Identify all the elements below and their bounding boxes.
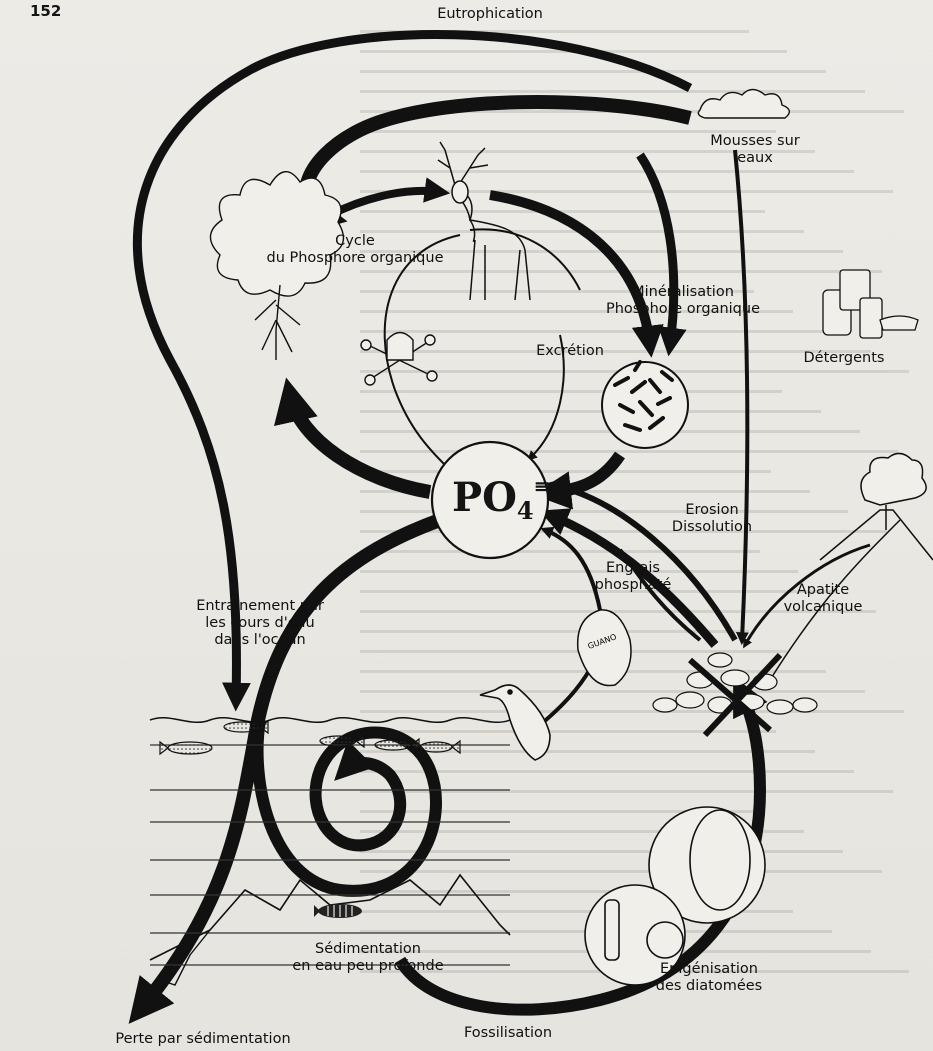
deer <box>438 142 530 300</box>
mousses-label: Mousses sur eaux <box>700 133 810 167</box>
organic-circle-right <box>470 229 580 290</box>
diatom-circles <box>585 807 765 985</box>
rock-pile <box>653 653 817 735</box>
epigenisation-label: Epigénisation des diatomées <box>634 961 784 995</box>
detergents-arrow <box>735 150 747 640</box>
erosion-label: Erosion Dissolution <box>662 502 762 536</box>
fossilisation-label: Fossilisation <box>438 1025 578 1042</box>
engrais-label: Engrais phosphaté <box>583 560 683 594</box>
excretion-label: Excrétion <box>525 343 615 360</box>
eutrophication-label: Eutrophication <box>420 6 560 23</box>
po4-to-left-arrow <box>290 395 430 492</box>
plant-to-deer-arrow <box>330 191 440 215</box>
entrainement-label: Entraînement par les cours d'eau dans l'… <box>180 598 340 649</box>
fossil-fish <box>314 904 362 918</box>
deer-to-bacteria-arrow <box>490 195 650 345</box>
bacteria-circle <box>602 362 688 448</box>
sedimentation-label: Sédimentation en eau peu profonde <box>268 941 468 975</box>
foam-cloud <box>698 90 789 119</box>
sea-surface <box>150 718 510 723</box>
cycle-label: Cycle du Phosphore organique <box>255 233 455 267</box>
skull-bones <box>361 333 437 386</box>
po4-formula: PO4≡ <box>452 466 550 531</box>
apatite-label: Apatite volcanique <box>773 582 873 616</box>
mineralisation-label: Minéralisation Phosphore organique <box>588 284 778 318</box>
detergent-containers <box>823 270 918 338</box>
po4-to-ocean-arrow <box>140 520 440 1010</box>
perte-label: Perte par sédimentation <box>98 1031 308 1048</box>
detergents-label: Détergents <box>794 350 894 367</box>
sea-layer-lines <box>150 745 510 965</box>
